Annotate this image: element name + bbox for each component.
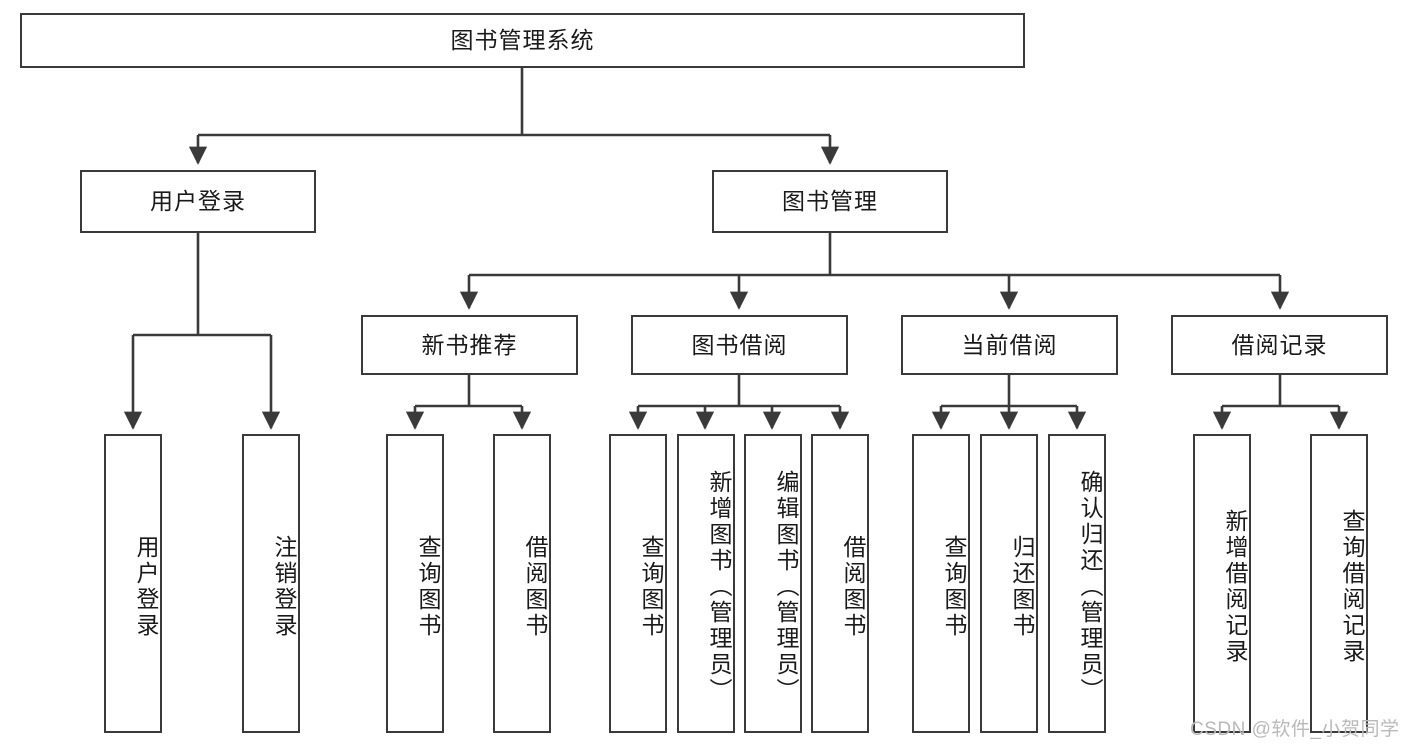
leaf-label: 归还图书 bbox=[1009, 534, 1035, 639]
leaf-node-query-book-current[interactable]: 查询图书 bbox=[912, 434, 970, 733]
leaf-label: 借阅图书 bbox=[522, 534, 548, 639]
node-book-borrow[interactable]: 图书借阅 bbox=[631, 315, 848, 375]
leaf-node-borrow-book-recommend[interactable]: 借阅图书 bbox=[493, 434, 551, 733]
node-root-system[interactable]: 图书管理系统 bbox=[20, 13, 1025, 68]
leaf-node-confirm-return[interactable]: 确认归还（管理员） bbox=[1048, 434, 1106, 733]
leaf-node-edit-book[interactable]: 编辑图书（管理员） bbox=[744, 434, 802, 733]
leaf-label: 查询图书 bbox=[415, 534, 441, 639]
csdn-watermark: CSDN @软件_小贺同学 bbox=[1190, 719, 1400, 740]
leaf-node-query-book-borrow[interactable]: 查询图书 bbox=[609, 434, 667, 733]
leaf-node-query-borrow-record[interactable]: 查询借阅记录 bbox=[1310, 434, 1368, 733]
leaf-label: 查询借阅记录 bbox=[1339, 508, 1365, 665]
leaf-label: 查询图书 bbox=[941, 534, 967, 639]
leaf-node-user-login[interactable]: 用户登录 bbox=[104, 434, 162, 733]
leaf-node-return-book[interactable]: 归还图书 bbox=[980, 434, 1038, 733]
leaf-label: 新增借阅记录 bbox=[1222, 508, 1248, 665]
leaf-label: 注销登录 bbox=[271, 534, 297, 639]
node-current-borrow[interactable]: 当前借阅 bbox=[901, 315, 1118, 375]
node-user-login[interactable]: 用户登录 bbox=[80, 170, 316, 233]
leaf-label: 编辑图书（管理员） bbox=[773, 469, 799, 704]
node-new-book-recommend[interactable]: 新书推荐 bbox=[361, 315, 578, 375]
node-book-manage[interactable]: 图书管理 bbox=[712, 170, 948, 233]
leaf-label: 新增图书（管理员） bbox=[706, 469, 732, 704]
leaf-node-query-book-recommend[interactable]: 查询图书 bbox=[386, 434, 444, 733]
leaf-label: 用户登录 bbox=[133, 534, 159, 639]
leaf-node-add-borrow-record[interactable]: 新增借阅记录 bbox=[1193, 434, 1251, 733]
leaf-label: 确认归还（管理员） bbox=[1077, 469, 1103, 704]
leaf-node-logout[interactable]: 注销登录 bbox=[242, 434, 300, 733]
leaf-label: 查询图书 bbox=[638, 534, 664, 639]
leaf-node-add-book[interactable]: 新增图书（管理员） bbox=[677, 434, 735, 733]
leaf-node-borrow-book[interactable]: 借阅图书 bbox=[811, 434, 869, 733]
node-borrow-record[interactable]: 借阅记录 bbox=[1171, 315, 1388, 375]
leaf-label: 借阅图书 bbox=[840, 534, 866, 639]
